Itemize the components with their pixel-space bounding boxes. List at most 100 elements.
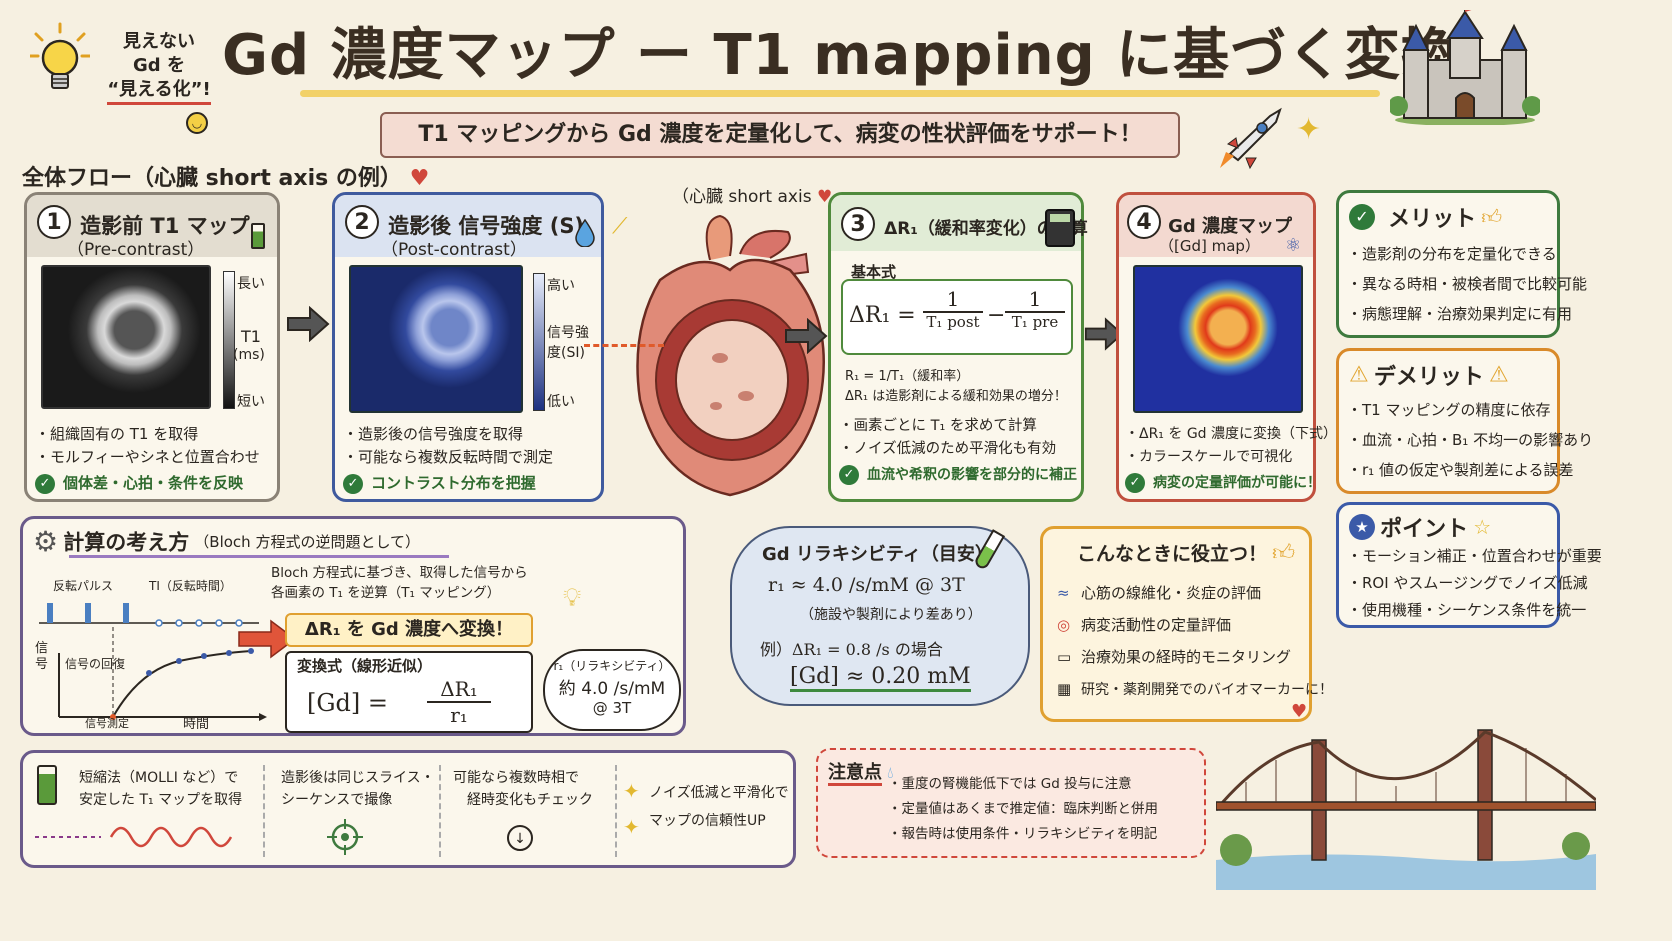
flow-label-text: 全体フロー（心臓 short axis の例） bbox=[22, 166, 402, 191]
step3-note: ΔR₁ は造影剤による緩和効果の増分！ bbox=[845, 389, 1067, 404]
step3-title: ΔR₁（緩和率変化）の計算 bbox=[884, 219, 1088, 239]
step1-title: 造影前 T1 マップ bbox=[80, 213, 250, 238]
calc-desc: Bloch 方程式に基づき、取得した信号から bbox=[271, 565, 528, 581]
step2-signal-image bbox=[349, 265, 523, 413]
title-underline bbox=[300, 90, 1380, 97]
book-icon: ▭ bbox=[1057, 648, 1072, 666]
sparkle-icon: ✦ bbox=[623, 779, 640, 803]
bulb-note-line3: “見える化”! bbox=[107, 78, 211, 105]
step4-title: Gd 濃度マップ bbox=[1168, 215, 1293, 237]
step3-bullet: ・ノイズ低減のため平滑化も有効 bbox=[839, 441, 1057, 457]
warning-icon: ⚠ bbox=[1488, 362, 1509, 388]
tip-text: 造影後は同じスライス・ bbox=[281, 770, 435, 786]
step2-header bbox=[335, 195, 601, 257]
useful-panel: こんなときに役立つ！ 👍︎ ≈心筋の線維化・炎症の評価 ◎病変活動性の定量評価 … bbox=[1040, 526, 1333, 722]
caution-item: ・報告時は使用条件・リラキシビティを明記 bbox=[888, 826, 1158, 842]
warning-icon: ⚠ bbox=[1349, 362, 1369, 388]
step1-check: 個体差・心拍・条件を反映 bbox=[63, 474, 244, 492]
check-icon: ✓ bbox=[343, 473, 363, 494]
heart-small-icon: ♥ bbox=[1291, 701, 1308, 722]
calc-title-sub: （Bloch 方程式の逆問題として） bbox=[194, 533, 421, 551]
step2-scale-top: 高い bbox=[547, 278, 575, 294]
step1-scale-top: 長い bbox=[237, 276, 265, 292]
useful-item: 研究・薬剤開発でのバイオマーカーに！ bbox=[1081, 682, 1333, 698]
subtitle-text: T1 マッピングから Gd 濃度を定量化して、病変の性状評価をサポート！ bbox=[418, 122, 1142, 147]
point-item: ・使用機種・シーケンス条件を統一 bbox=[1347, 601, 1587, 619]
star-badge-icon: ★ bbox=[1349, 514, 1375, 540]
sparkle-icon: ✦ bbox=[623, 815, 640, 839]
sparkle-icon: ✦ bbox=[1296, 112, 1322, 147]
tip-text: 安定した T₁ マップを取得 bbox=[79, 792, 243, 808]
relax-line4: [Gd] ≈ 0.20 mM bbox=[790, 664, 971, 692]
heart-pointer-line bbox=[584, 344, 664, 347]
step4-bullet: ・ΔR₁ を Gd 濃度に変換（下式） bbox=[1125, 426, 1338, 442]
eq-denominator: r₁ bbox=[450, 703, 468, 727]
step2-subtitle: （Post-contrast） bbox=[381, 240, 527, 260]
flow-arrow-icon bbox=[286, 305, 330, 346]
step1-bullet: ・組織固有の T1 を取得 bbox=[35, 425, 199, 443]
step2-scale-bottom: 低い bbox=[547, 394, 575, 410]
relax-title: Gd リラキシビティ（目安） bbox=[762, 544, 993, 565]
check-icon: ✓ bbox=[1125, 473, 1145, 493]
heart-label: （心臓 short axis ♥ bbox=[672, 187, 833, 207]
bridge-illustration bbox=[1214, 690, 1597, 894]
frac1-numerator: 1 bbox=[923, 287, 983, 313]
bulb-note-line2: Gd を bbox=[133, 55, 185, 76]
spark-lines-icon: ⟋ bbox=[612, 214, 628, 239]
bubble-line: r₁（リラキシビティ） bbox=[553, 659, 671, 673]
calc-title-underline bbox=[69, 555, 449, 558]
idea-bulb-icon: 💡︎ bbox=[563, 583, 582, 613]
water-drop-icon: 💧︎ bbox=[887, 763, 894, 782]
step1-scale-mid: T1 bbox=[241, 327, 261, 346]
merit-item: ・造影剤の分布を定量化できる bbox=[1347, 245, 1557, 263]
step2-bullet: ・造影後の信号強度を取得 bbox=[343, 425, 524, 443]
r1-bubble: r₁（リラキシビティ） 約 4.0 /s/mM @ 3T bbox=[543, 649, 681, 731]
convert-label: ΔR₁ を Gd 濃度へ変換！ bbox=[304, 619, 514, 640]
recovery-graph bbox=[29, 567, 269, 735]
step2-check: コントラスト分布を把握 bbox=[371, 474, 536, 492]
convert-label-box: ΔR₁ を Gd 濃度へ変換！ bbox=[285, 613, 533, 647]
demerit-panel: ⚠ デメリット ⚠ ・T1 マッピングの精度に依存 ・血流・心拍・B₁ 不均一の… bbox=[1336, 348, 1593, 494]
useful-title: こんなときに役立つ！ bbox=[1077, 543, 1268, 565]
eq-lhs: [Gd] = bbox=[307, 689, 388, 717]
battery-icon bbox=[251, 223, 265, 249]
graph-measure-label: 信号測定 bbox=[85, 717, 129, 730]
calc-desc: 各画素の T₁ を逆算（T₁ マッピング） bbox=[271, 585, 501, 601]
check-icon: ✓ bbox=[839, 465, 859, 485]
step4-bullet: ・カラースケールで可視化 bbox=[1125, 449, 1293, 465]
step2-number: 2 bbox=[345, 205, 379, 239]
calc-title: 計算の考え方 bbox=[63, 530, 190, 555]
relax-line2: （施設や製剤により差あり） bbox=[800, 607, 982, 623]
tip-text: シーケンスで撮像 bbox=[281, 792, 393, 808]
heart-illustration bbox=[620, 210, 840, 504]
page-title: Gd 濃度マップ ー T1 mapping に基づく変換 bbox=[222, 23, 1459, 88]
smiley-icon: ◡ bbox=[186, 112, 208, 134]
check-icon: ✓ bbox=[35, 473, 55, 494]
point-panel: ★ ポイント ☆ ・モーション補正・位置合わせが重要 ・ROI やスムージングで… bbox=[1336, 502, 1602, 628]
formula-lhs: ΔR₁ = bbox=[849, 303, 916, 328]
flow-label: 全体フロー（心臓 short axis の例） ♥ bbox=[22, 160, 429, 192]
graph-x-label: 時間 bbox=[183, 717, 210, 732]
flow-arrow-icon bbox=[784, 317, 828, 358]
step4-number: 4 bbox=[1127, 205, 1161, 239]
clock-down-icon: ↓ bbox=[507, 825, 533, 851]
convert-arrow-icon bbox=[237, 619, 297, 663]
crosshair-icon bbox=[327, 819, 363, 859]
step3-check: 血流や希釈の影響を部分的に補正 bbox=[867, 467, 1077, 483]
tip-text: 経時変化もチェック bbox=[467, 792, 593, 808]
bubble-line: 約 4.0 /s/mM bbox=[558, 679, 666, 699]
lightbulb-icon bbox=[28, 22, 92, 106]
caution-item: ・定量値はあくまで推定値：臨床判断と併用 bbox=[888, 801, 1158, 817]
step2-bullet: ・可能なら複数反転時間で測定 bbox=[343, 448, 554, 466]
demerit-item: ・r₁ 値の仮定や製剤差による誤差 bbox=[1347, 461, 1574, 479]
bulb-note-line1: 見えない bbox=[123, 31, 195, 52]
building-icon: ▦ bbox=[1057, 680, 1072, 698]
step1-bullet: ・モルフィーやシネと位置合わせ bbox=[35, 448, 260, 466]
eq-numerator: ΔR₁ bbox=[427, 677, 491, 703]
subtitle-ribbon: T1 マッピングから Gd 濃度を定量化して、病変の性状評価をサポート！ bbox=[380, 112, 1180, 158]
tips-divider bbox=[615, 765, 617, 857]
demerit-item: ・T1 マッピングの精度に依存 bbox=[1347, 401, 1551, 419]
water-drop-icon bbox=[575, 218, 595, 251]
equation-box bbox=[285, 651, 533, 733]
tip-text: 短縮法（MOLLI など）で bbox=[79, 770, 239, 786]
